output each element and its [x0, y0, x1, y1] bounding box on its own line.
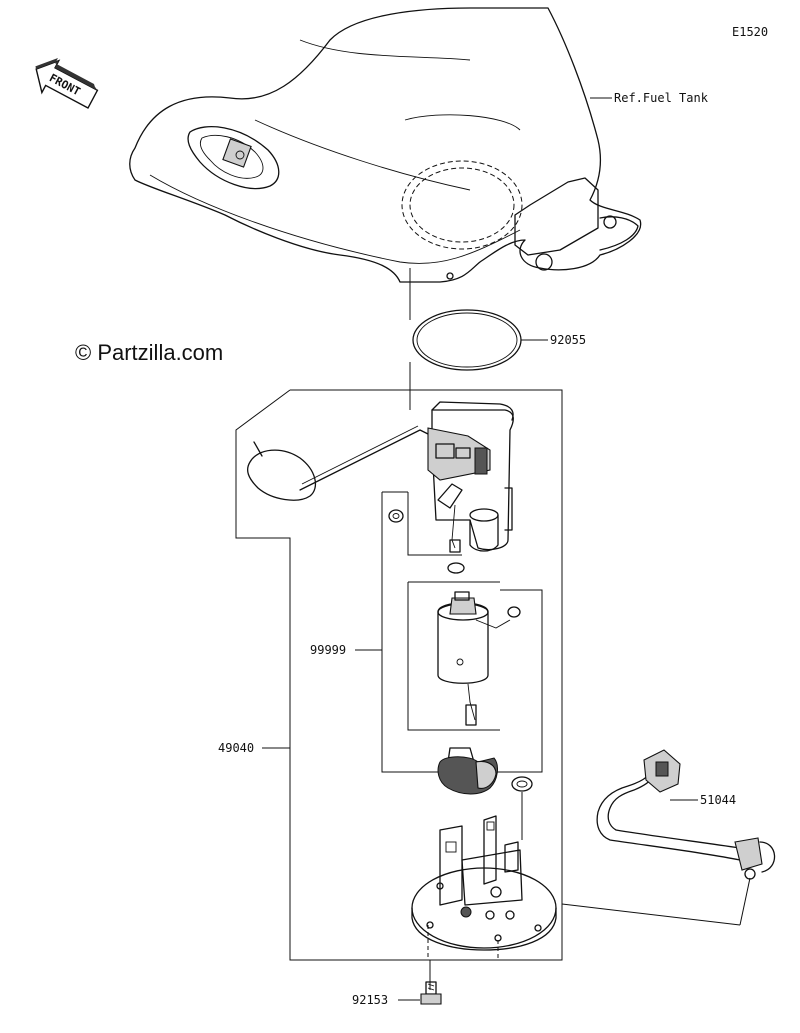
label-pump-sub: 99999: [310, 643, 346, 657]
bolt: [420, 981, 442, 1005]
level-sender-float: [247, 425, 433, 501]
fuel-pump-motor: [437, 591, 521, 726]
copyright-text: © Partzilla.com: [75, 340, 223, 365]
label-gasket: 92055: [550, 333, 586, 347]
small-nut: [388, 509, 404, 523]
label-pump-assy: 49040: [218, 741, 254, 755]
pump-housing: [427, 401, 514, 553]
label-bolt: 92153: [352, 993, 388, 1007]
front-arrow-icon: FRONT: [35, 58, 99, 109]
gasket-ring: [412, 309, 522, 371]
o-ring: [447, 562, 465, 574]
fuel-filter: [437, 747, 498, 795]
bracket-pump-sub: [381, 492, 543, 773]
fuel-tank: [129, 7, 642, 283]
label-hose: 51044: [700, 793, 736, 807]
fuel-hose: [596, 749, 776, 880]
ref-fuel-tank-label: Ref.Fuel Tank: [614, 91, 709, 105]
bracket-pump-assy: [235, 389, 563, 961]
diagram-code: E1520: [732, 25, 768, 39]
grommet: [511, 776, 533, 792]
pump-base-flange: [411, 815, 557, 951]
